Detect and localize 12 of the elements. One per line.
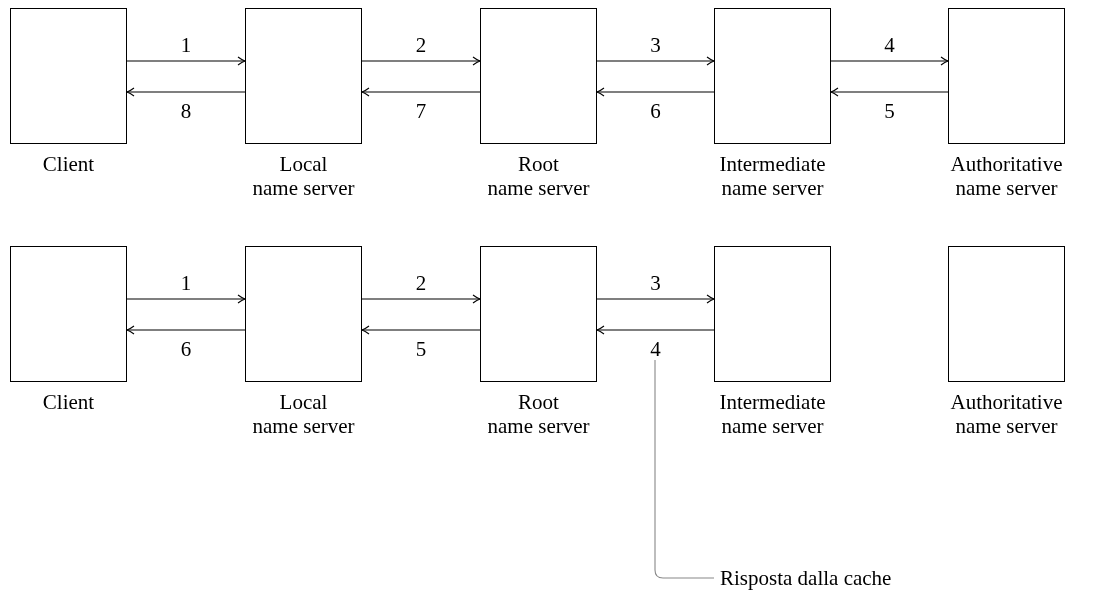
- leader-line: [654, 359, 715, 579]
- server-label: Client: [42, 152, 95, 176]
- server-label: Client: [42, 390, 95, 414]
- server-label: Root name server: [487, 390, 590, 438]
- server-label: Local name server: [252, 390, 355, 438]
- server-label: Root name server: [487, 152, 590, 200]
- annotation-text: Risposta dalla cache: [720, 566, 892, 590]
- server-label: Local name server: [252, 152, 355, 200]
- server-label: Intermediate name server: [719, 390, 826, 438]
- server-label: Authoritative name server: [950, 152, 1063, 200]
- server-label: Intermediate name server: [719, 152, 826, 200]
- server-label: Authoritative name server: [950, 390, 1063, 438]
